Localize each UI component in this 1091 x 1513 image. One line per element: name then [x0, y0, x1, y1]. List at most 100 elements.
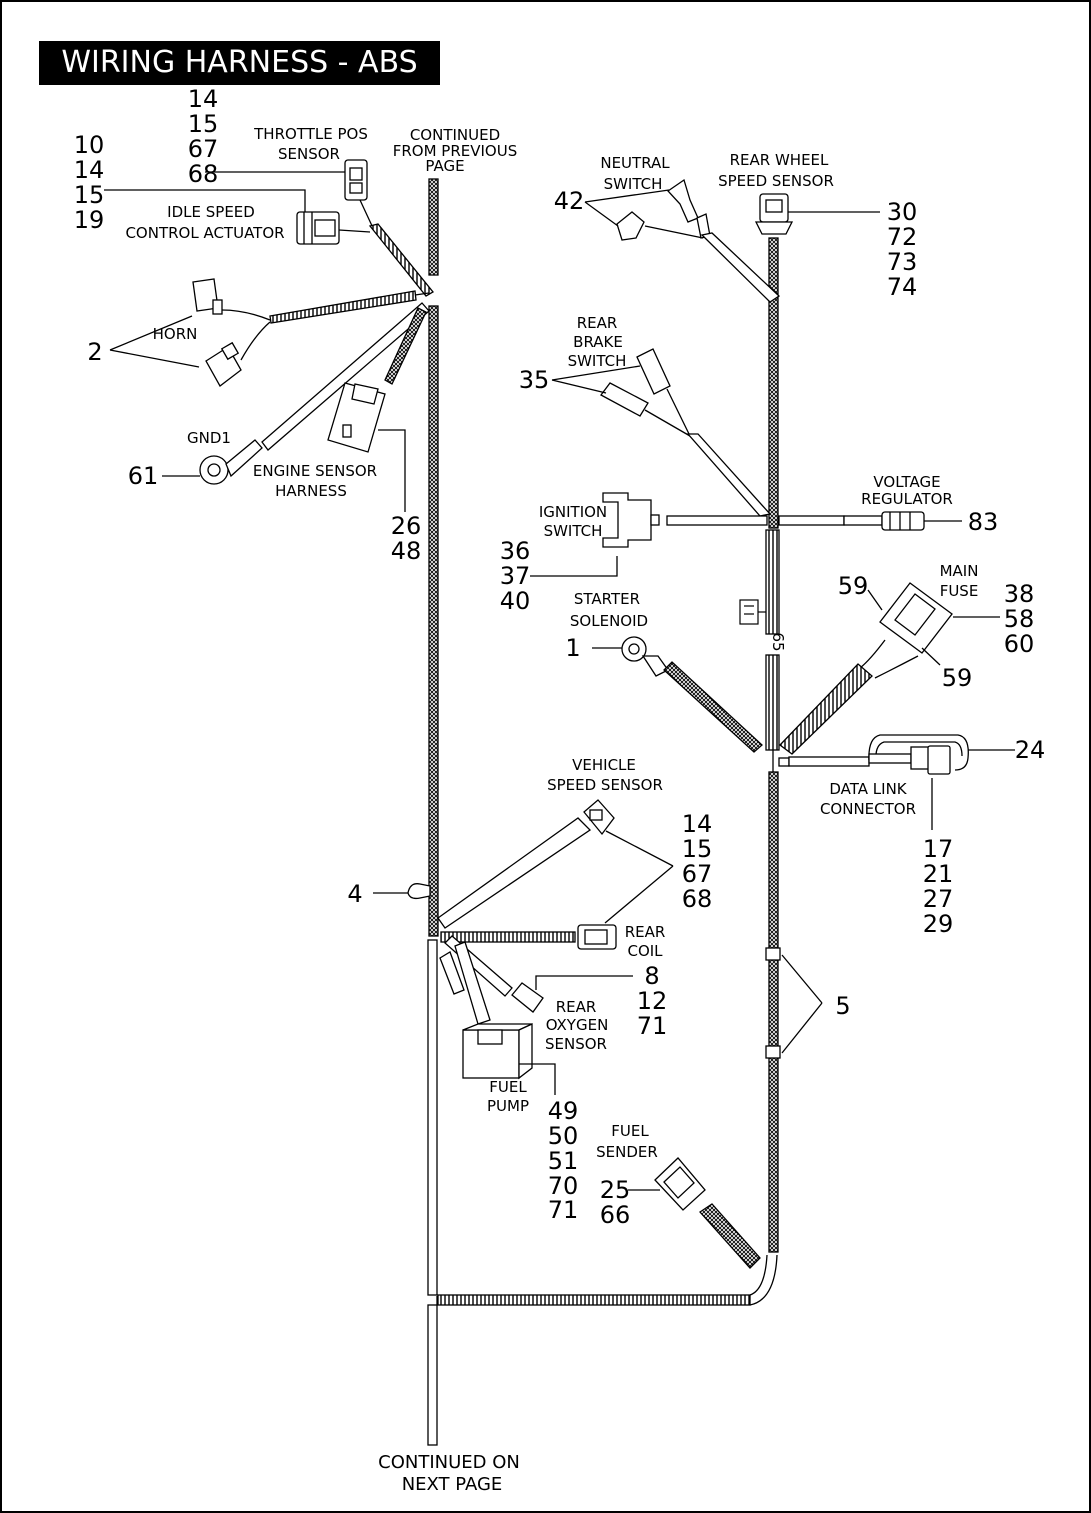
- fuel-pump: [439, 941, 556, 1095]
- starter-label-1: STARTER: [574, 590, 640, 608]
- rear-wheel-ref-1: 30: [887, 198, 918, 226]
- neutral-label-2: SWITCH: [604, 175, 663, 193]
- voltage-reg-label-2: REGULATOR: [861, 490, 953, 508]
- starter-label-2: SOLENOID: [570, 612, 648, 630]
- neutral-switch: [584, 178, 781, 303]
- neutral-label-1: NEUTRAL: [600, 154, 670, 172]
- rear-coil: [440, 865, 674, 950]
- neutral-ref: 42: [554, 187, 585, 215]
- data-link-ref: 24: [1015, 736, 1046, 764]
- main-fuse-ref-1: 38: [1004, 580, 1035, 608]
- fuel-pump-ref-3: 51: [548, 1147, 579, 1175]
- data-link-lower-ref-1: 17: [923, 835, 954, 863]
- voltage-reg-ref: 83: [968, 508, 999, 536]
- engine-sensor-ref-1: 26: [391, 512, 422, 540]
- throttle-ref-2: 15: [188, 110, 219, 138]
- fuel-pump-label-1: FUEL: [489, 1078, 527, 1096]
- page-title: WIRING HARNESS - ABS: [61, 45, 418, 80]
- main-fuse-ref-3: 60: [1004, 630, 1035, 658]
- data-link-lower-ref-4: 29: [923, 910, 954, 938]
- o2-label-2: OXYGEN: [546, 1016, 609, 1034]
- continued-from-2: FROM PREVIOUS: [393, 142, 518, 160]
- rear-wheel-speed-sensor: [754, 193, 880, 235]
- engine-sensor-harness: [327, 307, 427, 512]
- gnd-ref: 61: [128, 462, 159, 490]
- throttle-pos-label-2: SENSOR: [278, 145, 340, 163]
- throttle-ref-3: 67: [188, 135, 219, 163]
- data-link-label-1: DATA LINK: [829, 780, 907, 798]
- idle-ref-2: 14: [74, 156, 105, 184]
- throttle-ref-4: 68: [188, 160, 219, 188]
- bottom-harness: [437, 1254, 778, 1306]
- vss-ref-2: 15: [682, 835, 713, 863]
- engine-sensor-ref-2: 48: [391, 537, 422, 565]
- ignition-ref-2: 37: [500, 562, 531, 590]
- main-fuse-label-1: MAIN: [940, 562, 979, 580]
- fuel-pump-ref-4: 70: [548, 1172, 579, 1200]
- throttle-pos-label-1: THROTTLE POS: [253, 125, 368, 143]
- rear-brake-label-1: REAR: [577, 314, 618, 332]
- o2-label-1: REAR: [556, 998, 597, 1016]
- o2-ref-3: 71: [637, 1012, 668, 1040]
- clip-main: [373, 883, 431, 900]
- ignition-ref-1: 36: [500, 537, 531, 565]
- o2-label-3: SENSOR: [545, 1035, 607, 1053]
- data-link-lower-ref-3: 27: [923, 885, 954, 913]
- gnd-label: GND1: [187, 429, 231, 447]
- right-trunk: [765, 237, 780, 1253]
- vehicle-speed-sensor: [437, 799, 674, 929]
- idle-ref-4: 19: [74, 206, 105, 234]
- fuel-pump-label-2: PUMP: [487, 1097, 529, 1115]
- text-labels: CONTINUED FROM PREVIOUS PAGE CONTINUED O…: [74, 85, 1046, 1495]
- fuel-pump-ref-2: 50: [548, 1122, 579, 1150]
- engine-sensor-label-1: ENGINE SENSOR: [253, 462, 377, 480]
- o2-ref-1: 8: [644, 962, 659, 990]
- throttle-pos-sensor: [205, 159, 374, 229]
- o2-ref-2: 12: [637, 987, 668, 1015]
- fuel-sender-ref-2: 66: [600, 1201, 631, 1229]
- ignition-switch: [530, 492, 768, 577]
- rear-brake-label-2: BRAKE: [573, 333, 623, 351]
- main-trunk: [427, 178, 439, 1446]
- vss-ref-1: 14: [682, 810, 713, 838]
- idle-ref-3: 15: [74, 181, 105, 209]
- horn-ref: 2: [87, 338, 102, 366]
- idle-ref-1: 10: [74, 131, 105, 159]
- vss-ref-4: 68: [682, 885, 713, 913]
- data-link-connector: [778, 734, 1015, 830]
- main-fuse-side-ref-2: 59: [942, 664, 973, 692]
- rear-brake-switch: [551, 348, 772, 517]
- clips-right-ref: 5: [835, 992, 850, 1020]
- ignition-label-1: IGNITION: [539, 503, 607, 521]
- main-fuse: [779, 582, 1000, 755]
- rear-wheel-ref-4: 74: [887, 273, 918, 301]
- horn-label: HORN: [153, 325, 198, 343]
- vss-label-1: VEHICLE: [572, 756, 636, 774]
- throttle-ref-1: 14: [188, 85, 219, 113]
- continued-from-3: PAGE: [425, 157, 464, 175]
- clip-main-ref: 4: [347, 880, 362, 908]
- continued-from-1: CONTINUED: [410, 126, 500, 144]
- continued-on-2: NEXT PAGE: [402, 1474, 503, 1495]
- fuel-sender-ref-1: 25: [600, 1176, 631, 1204]
- relay-ref: 65: [769, 632, 787, 651]
- clips-right: [765, 947, 823, 1059]
- rear-wheel-ref-3: 73: [887, 248, 918, 276]
- main-fuse-ref-2: 58: [1004, 605, 1035, 633]
- data-link-lower-ref-2: 21: [923, 860, 954, 888]
- voltage-reg-label-1: VOLTAGE: [873, 473, 940, 491]
- idle-speed-control-actuator: [104, 189, 434, 297]
- rear-coil-label-2: COIL: [627, 942, 663, 960]
- fuel-pump-ref-5: 71: [548, 1196, 579, 1224]
- idle-speed-label-1: IDLE SPEED: [167, 203, 255, 221]
- title-bar: WIRING HARNESS - ABS: [39, 41, 440, 85]
- idle-speed-label-2: CONTROL ACTUATOR: [125, 224, 284, 242]
- rear-wheel-label-1: REAR WHEEL: [730, 151, 829, 169]
- fuel-pump-ref-1: 49: [548, 1097, 579, 1125]
- data-link-label-2: CONNECTOR: [820, 800, 916, 818]
- relay-mark: [739, 599, 766, 625]
- main-fuse-side-ref-1: 59: [838, 572, 869, 600]
- continued-on-1: CONTINUED ON: [378, 1452, 520, 1473]
